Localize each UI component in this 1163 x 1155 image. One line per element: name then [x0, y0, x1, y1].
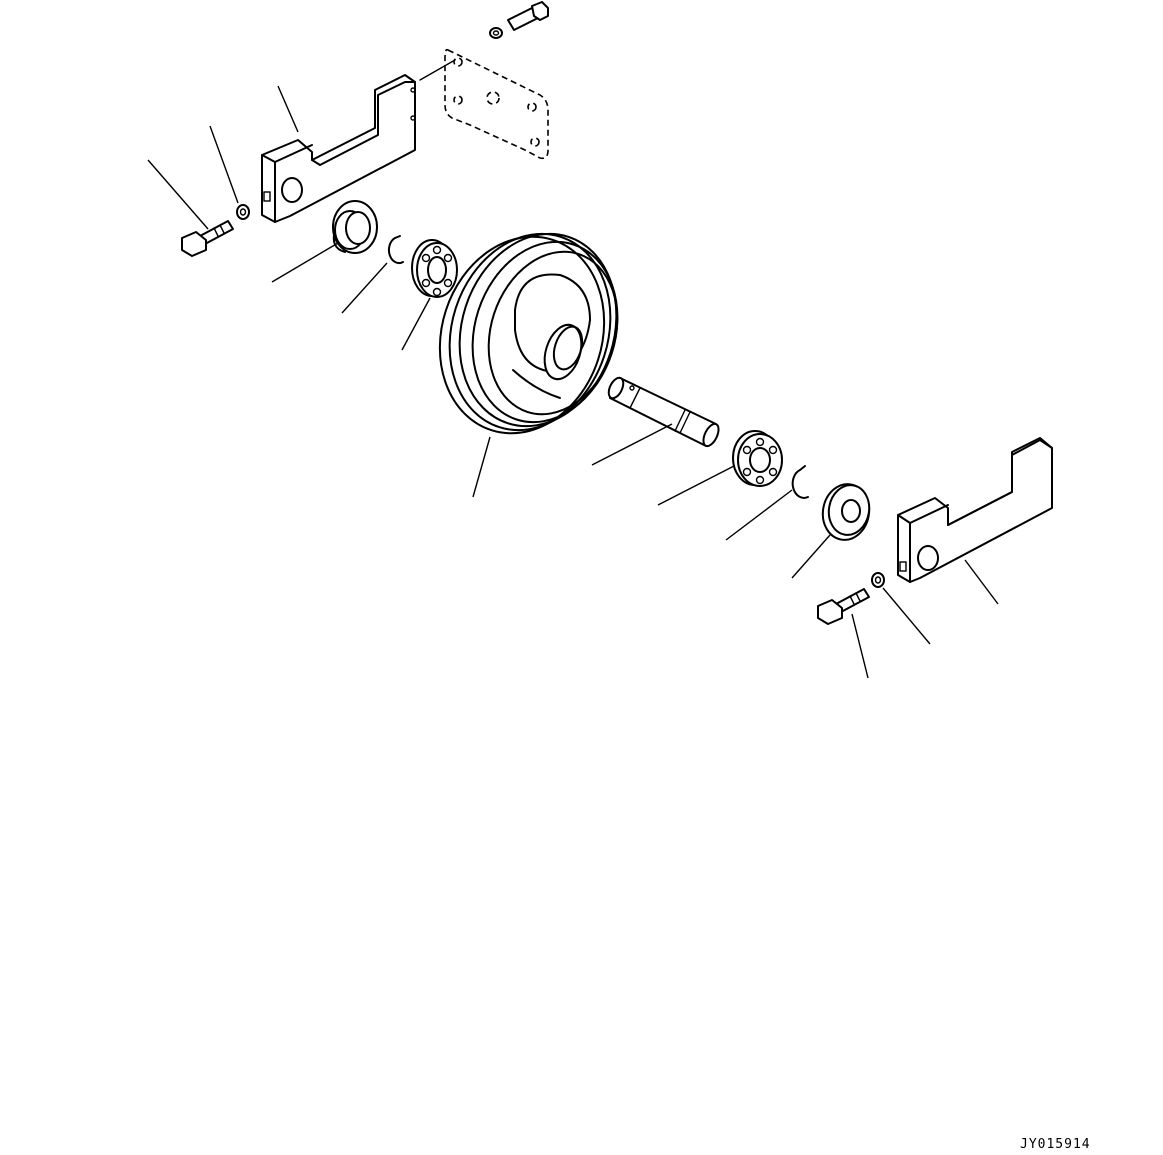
washer-icon [871, 572, 885, 588]
bearing-icon [411, 239, 458, 298]
bracket-left-icon [261, 74, 416, 223]
mounting-plate-icon [419, 48, 549, 160]
figure-code-label: JY015914 [1020, 1137, 1091, 1152]
floating-seal-icon [821, 483, 871, 541]
top-washer-icon [489, 27, 503, 39]
snap-ring-icon [387, 235, 404, 265]
snap-ring-icon [791, 465, 809, 499]
floating-seal-icon [332, 200, 378, 254]
top-bolt-icon [507, 1, 549, 31]
bolt-icon [181, 220, 234, 257]
bracket-right-icon [897, 437, 1053, 583]
shaft-icon [607, 376, 720, 448]
washer-icon [236, 204, 250, 220]
bearing-icon [732, 430, 783, 487]
bolt-icon [817, 588, 870, 625]
idler-wheel-icon [438, 232, 619, 435]
